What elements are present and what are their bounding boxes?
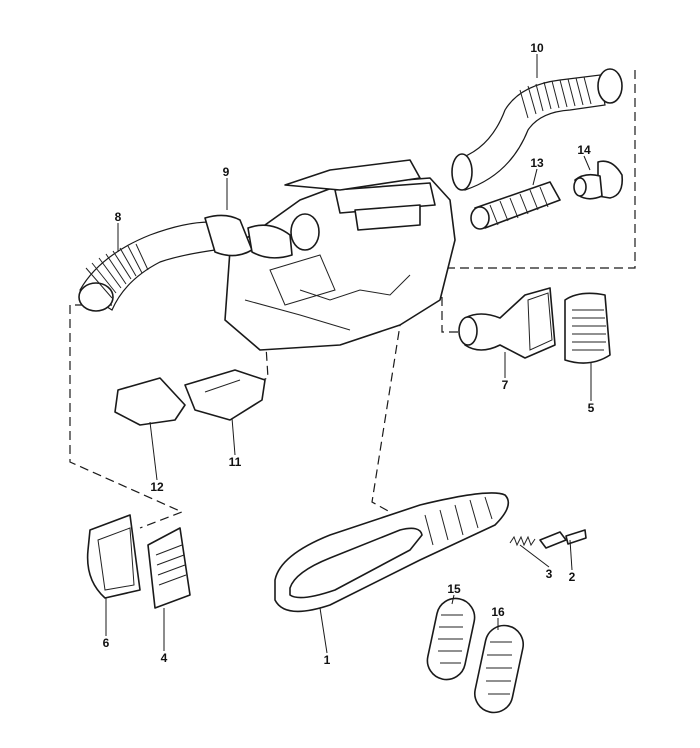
heater-housing <box>224 159 456 351</box>
callout-3: 3 <box>546 567 553 581</box>
callout-10: 10 <box>530 41 544 55</box>
callout-12: 12 <box>150 480 164 494</box>
bracket-12 <box>114 377 186 426</box>
callout-9: 9 <box>223 165 230 179</box>
callout-14: 14 <box>577 143 591 157</box>
callout-5: 5 <box>588 401 595 415</box>
right-hose <box>451 68 623 191</box>
callout-8: 8 <box>115 210 122 224</box>
dash-vent-1 <box>274 492 510 613</box>
left-hose <box>78 213 320 312</box>
callout-16: 16 <box>491 605 505 619</box>
callout-7: 7 <box>502 378 509 392</box>
callout-2: 2 <box>569 570 576 584</box>
spring-3 <box>509 535 536 547</box>
callout-6: 6 <box>103 636 110 650</box>
side-vent-7 <box>458 287 556 359</box>
clip-2 <box>539 529 587 549</box>
callout-4: 4 <box>161 651 168 665</box>
callout-labels: 10 14 13 9 8 7 5 12 11 6 4 3 2 1 15 16 <box>103 41 595 667</box>
leader-lines <box>105 54 592 654</box>
ribbed-duct-13 <box>470 181 561 230</box>
callout-11: 11 <box>229 455 242 469</box>
bracket-11 <box>184 369 266 421</box>
vent-4 <box>147 527 191 609</box>
callout-15: 15 <box>447 582 461 596</box>
grille-15 <box>426 597 476 681</box>
callout-1: 1 <box>324 653 331 667</box>
side-vent-5 <box>564 292 611 364</box>
callout-13: 13 <box>530 156 544 170</box>
nozzle-14 <box>573 160 624 200</box>
grille-16 <box>474 624 524 714</box>
vent-6 <box>86 514 141 599</box>
